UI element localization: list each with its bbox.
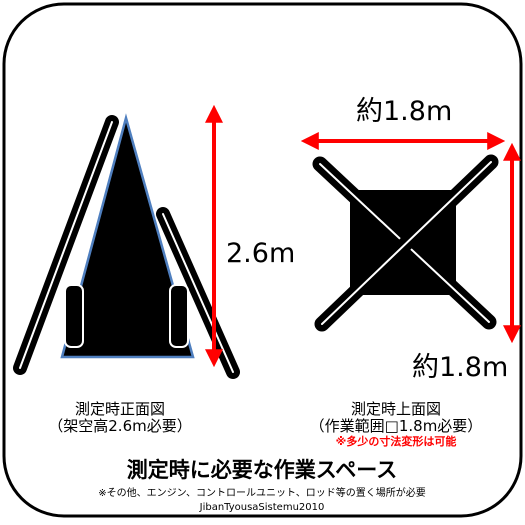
left-wheel xyxy=(64,284,84,348)
front-view-drawing xyxy=(13,113,240,379)
tower-body xyxy=(60,113,195,359)
top-view-requirement: （作業範囲□1.8m必要） xyxy=(310,417,483,435)
diagram-frame xyxy=(2,2,523,518)
deformation-note: ※多少の寸法変形は可能 xyxy=(336,434,457,448)
diagram-subtitle: ※その他、エンジン、コントロールユニット、ロッド等の置く場所が必要 xyxy=(98,486,426,499)
height-dimension-label: 2.6m xyxy=(226,238,295,269)
diagonal-arm-2-inner xyxy=(321,161,492,325)
right-wheel xyxy=(169,284,189,348)
diagram-title: 測定時に必要な作業スペース xyxy=(127,458,397,482)
top-view-caption: 測定時上面図 xyxy=(351,400,441,418)
front-view-caption: 測定時正面図 xyxy=(75,400,165,418)
width-dimension-label: 約1.8m xyxy=(356,96,452,127)
depth-dimension-label: 約1.8m xyxy=(412,352,508,383)
top-view-drawing xyxy=(312,154,499,332)
diagram-credit: JibanTyousaSistemu2010 xyxy=(199,502,325,513)
front-view-requirement: （架空高2.6m必要） xyxy=(48,417,191,435)
left-leg-inner xyxy=(19,121,113,369)
